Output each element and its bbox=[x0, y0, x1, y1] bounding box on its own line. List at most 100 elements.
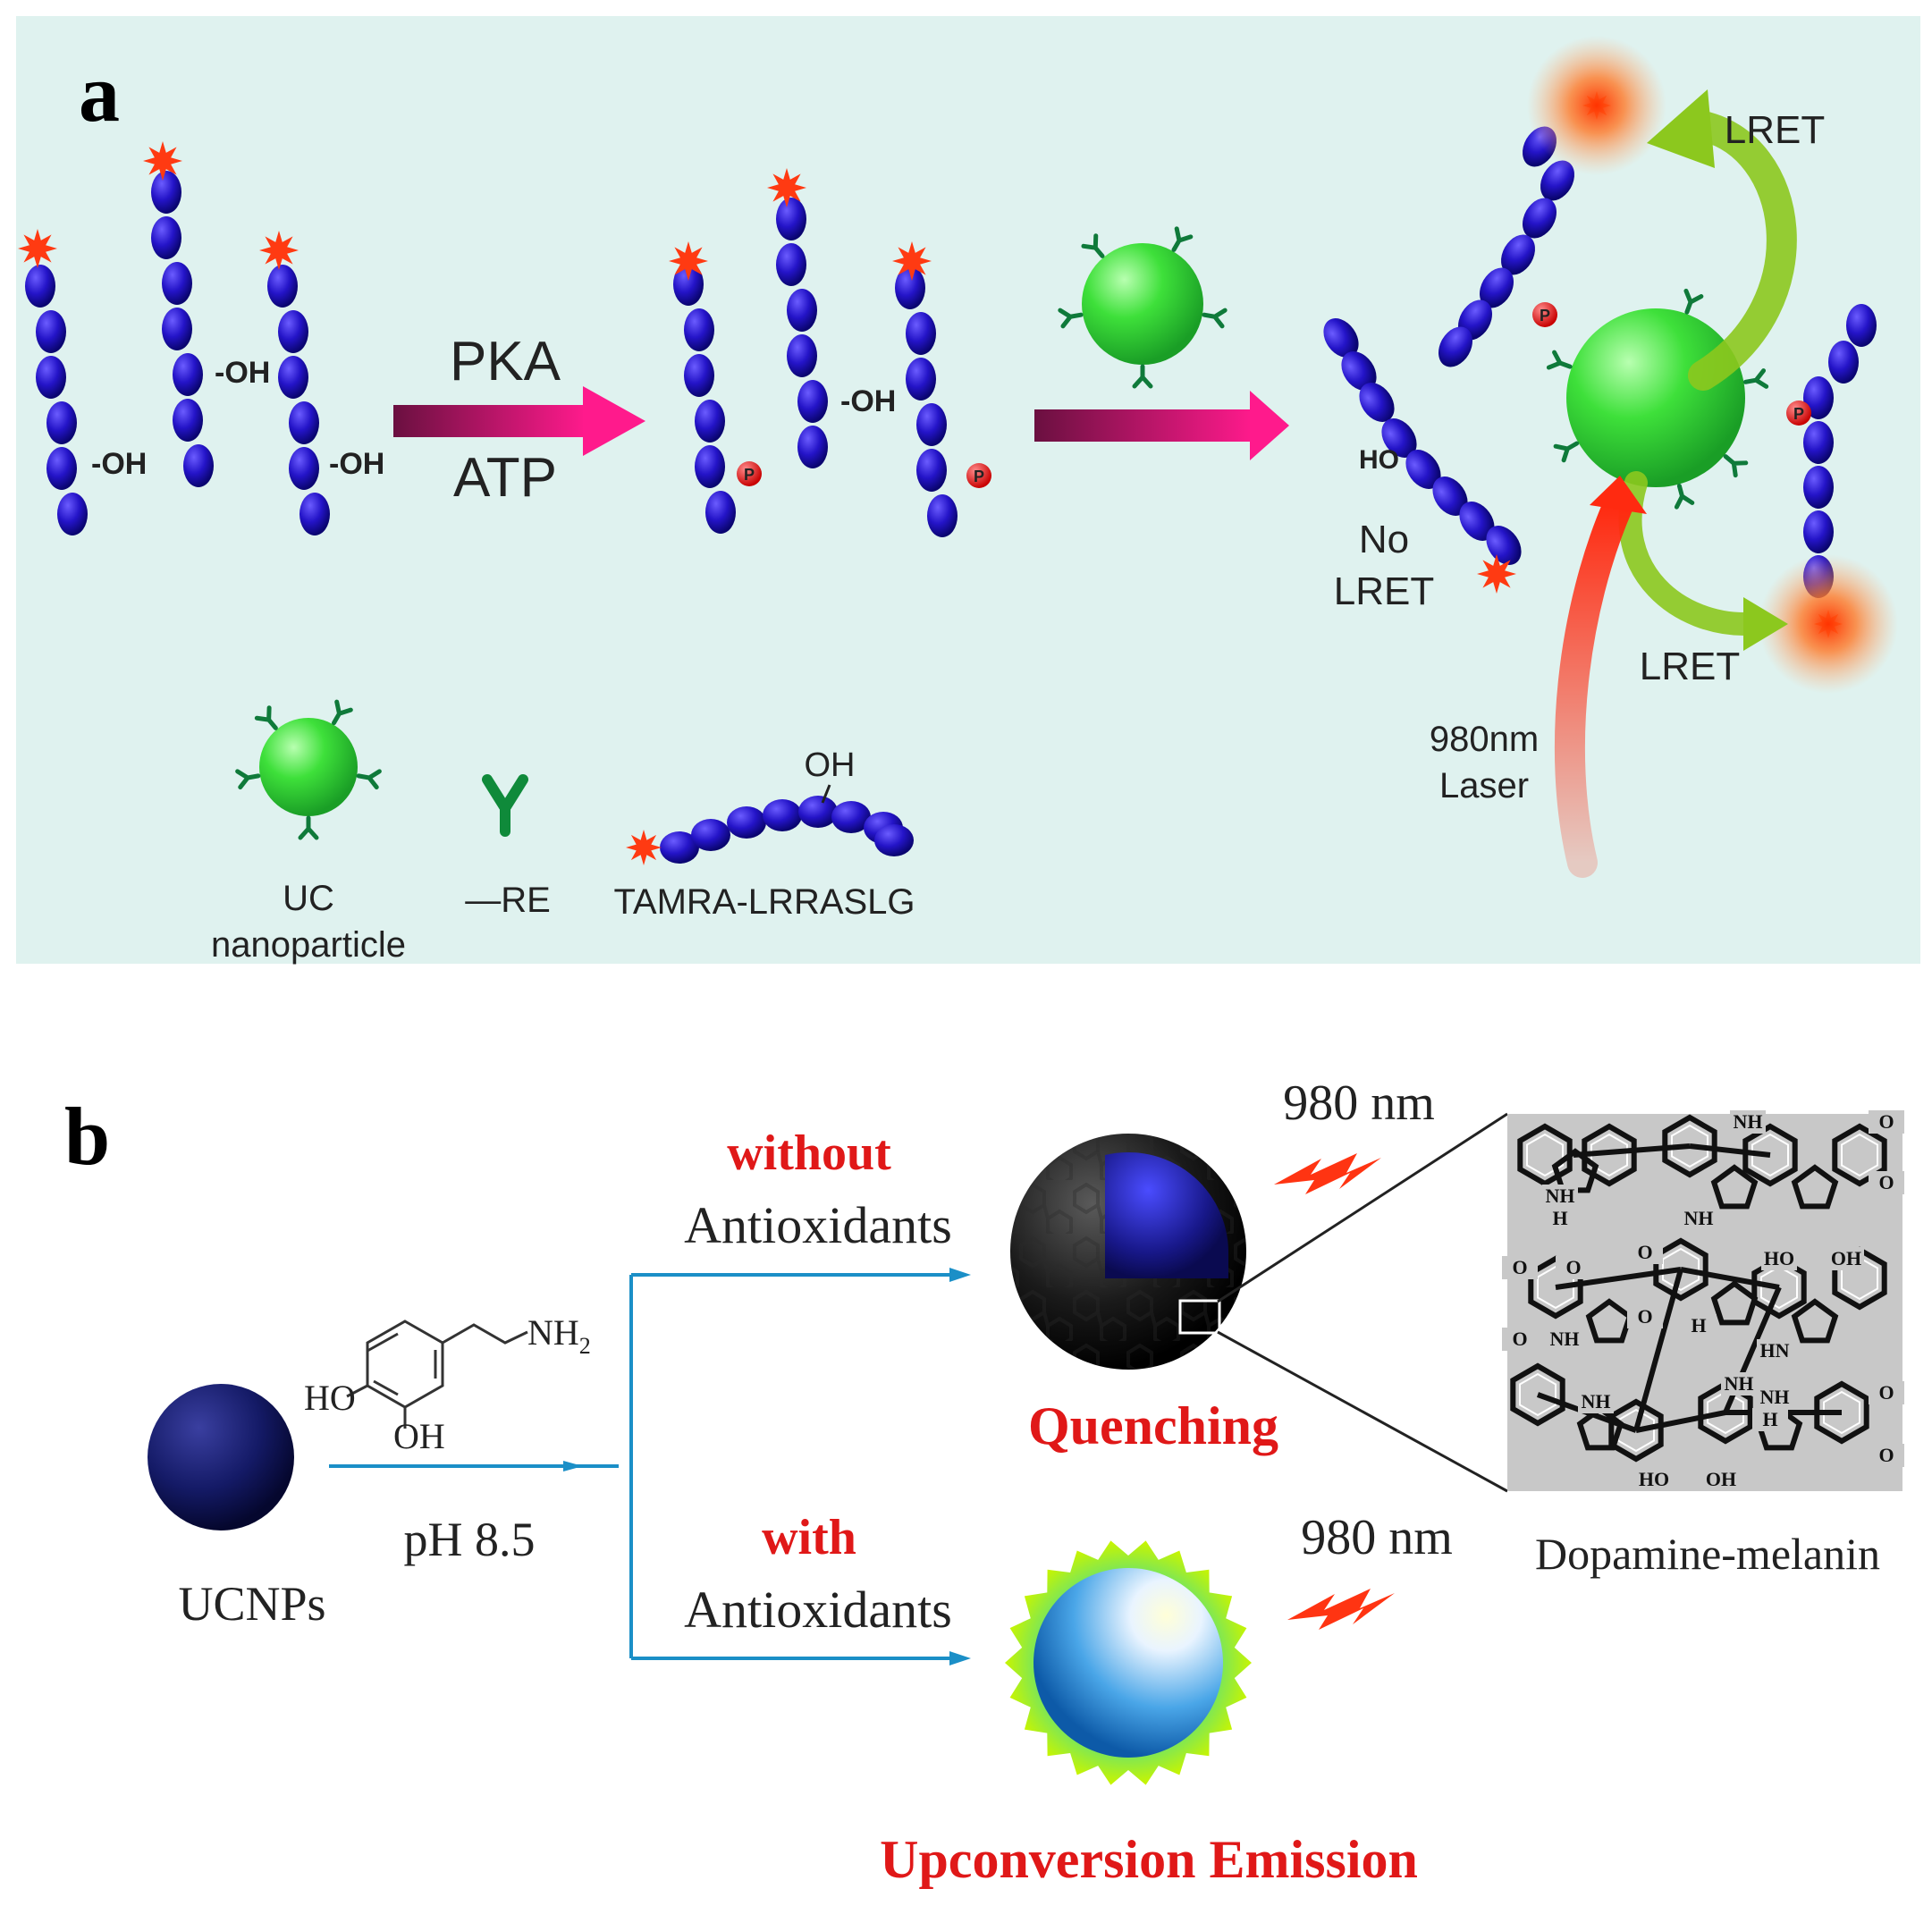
bead bbox=[797, 426, 828, 468]
phosphate-group: P bbox=[1532, 302, 1557, 327]
bead bbox=[173, 399, 203, 442]
phosphate-bead bbox=[1532, 302, 1557, 327]
bead bbox=[906, 358, 936, 401]
uc-sphere bbox=[1082, 243, 1203, 365]
receptor-icon bbox=[235, 769, 261, 790]
bead bbox=[289, 401, 319, 444]
bead bbox=[787, 334, 817, 377]
pyrrole-ring bbox=[1791, 1164, 1839, 1210]
uc-nanoparticle-free bbox=[1058, 226, 1228, 389]
branch-arrowhead-bottom bbox=[949, 1651, 971, 1665]
bead bbox=[1486, 526, 1522, 565]
peptide-chain bbox=[143, 141, 214, 487]
oh-label: -OH bbox=[840, 384, 896, 418]
bead bbox=[1828, 341, 1859, 384]
bead bbox=[1523, 198, 1557, 239]
receptor-stroke bbox=[1132, 364, 1153, 389]
aromatic-ring bbox=[1582, 1123, 1637, 1187]
bead bbox=[776, 198, 806, 240]
uc-sphere bbox=[1566, 308, 1745, 487]
aromatic-ring-inner bbox=[1760, 1265, 1798, 1310]
atom-label-bg bbox=[1542, 1207, 1578, 1230]
receptor-icon bbox=[254, 705, 278, 730]
wavelength-top-label: 980 nm bbox=[1283, 1075, 1435, 1131]
quenched-particle-core bbox=[1105, 1151, 1228, 1278]
bead bbox=[278, 356, 308, 399]
bead bbox=[267, 265, 298, 308]
receptor-stroke bbox=[1553, 441, 1580, 463]
panel-b-label: b bbox=[64, 1091, 110, 1182]
receptor-icon bbox=[1553, 441, 1580, 463]
atom-label-bg bbox=[1721, 1372, 1757, 1396]
bead bbox=[798, 796, 838, 828]
phosphate-label: P bbox=[1540, 307, 1550, 325]
receptor-icon bbox=[332, 699, 353, 726]
receptor-stroke bbox=[1674, 484, 1695, 510]
emission-glow-top bbox=[1527, 36, 1666, 175]
lret-arrow-bottom-head bbox=[1743, 597, 1788, 651]
atom-label-bg bbox=[1757, 1386, 1793, 1409]
ph-label: pH 8.5 bbox=[404, 1513, 536, 1566]
antioxidants-bottom-label: Antioxidants bbox=[684, 1581, 952, 1639]
dopamine-oh: OH bbox=[393, 1416, 445, 1456]
legend-uc-label-2: nanoparticle bbox=[211, 925, 406, 965]
receptor-icon bbox=[1546, 350, 1573, 370]
receptor-stroke bbox=[1081, 233, 1105, 258]
phosphate-bead bbox=[966, 463, 991, 488]
wavelength-bottom-label: 980 nm bbox=[1301, 1510, 1453, 1565]
bead bbox=[1381, 418, 1417, 458]
zoom-line-bottom bbox=[1217, 1330, 1508, 1493]
bead bbox=[763, 799, 802, 831]
legend-uc-label-1: UC bbox=[283, 879, 334, 918]
oh-label: -OH bbox=[91, 447, 147, 481]
bead bbox=[1846, 304, 1877, 347]
atom-label: O bbox=[1878, 1444, 1894, 1466]
bead bbox=[183, 444, 214, 487]
aromatic-ring-inner bbox=[1841, 1133, 1878, 1177]
fluorophore-star bbox=[892, 241, 932, 281]
bead bbox=[695, 400, 725, 443]
laser-arrow-head bbox=[1590, 476, 1647, 514]
atom-label: NH bbox=[1550, 1328, 1580, 1350]
aromatic-ring-inner bbox=[1526, 1133, 1564, 1177]
bead bbox=[57, 493, 88, 535]
atom-label-bg bbox=[1703, 1468, 1739, 1491]
laser-label-1: 980nm bbox=[1430, 720, 1539, 759]
emission-glow-bottom bbox=[1759, 554, 1898, 694]
receptor-stroke bbox=[1742, 368, 1769, 389]
lret-arrow-bottom bbox=[1618, 471, 1759, 637]
fluorophore-star bbox=[259, 231, 299, 270]
uc-sphere bbox=[259, 718, 358, 816]
bead bbox=[927, 494, 958, 537]
ho-label: HO bbox=[1359, 445, 1399, 475]
aromatic-ring bbox=[1510, 1362, 1565, 1427]
melanin-bond bbox=[1555, 1267, 1682, 1290]
aromatic-ring-inner bbox=[1707, 1390, 1744, 1435]
phosphate-group: P bbox=[966, 463, 991, 488]
aromatic-ring-inner bbox=[1751, 1133, 1789, 1177]
bead bbox=[1459, 502, 1495, 541]
atom-label: NH bbox=[1546, 1185, 1575, 1207]
bead bbox=[151, 171, 181, 214]
bead bbox=[776, 243, 806, 286]
branch-arrowhead-top bbox=[949, 1268, 971, 1282]
zoom-line-top bbox=[1217, 1112, 1508, 1303]
fluorophore-star bbox=[669, 241, 708, 281]
bead bbox=[1480, 267, 1514, 308]
bead bbox=[46, 401, 77, 444]
bead bbox=[705, 491, 736, 534]
laser-label-2: Laser bbox=[1439, 766, 1529, 805]
bead bbox=[787, 289, 817, 332]
dopamine-structure bbox=[346, 1320, 528, 1429]
without-label: without bbox=[727, 1126, 891, 1181]
antioxidants-top-label: Antioxidants bbox=[684, 1196, 952, 1254]
bead bbox=[1323, 318, 1359, 358]
atom-label: O bbox=[1637, 1241, 1652, 1263]
atom-label: HO bbox=[1764, 1247, 1794, 1269]
phosphate-group: P bbox=[737, 461, 762, 486]
bead bbox=[691, 819, 730, 851]
zoom-box bbox=[1178, 1299, 1221, 1335]
receptor-icon bbox=[1742, 368, 1769, 389]
phosphate-bead bbox=[1786, 401, 1811, 426]
